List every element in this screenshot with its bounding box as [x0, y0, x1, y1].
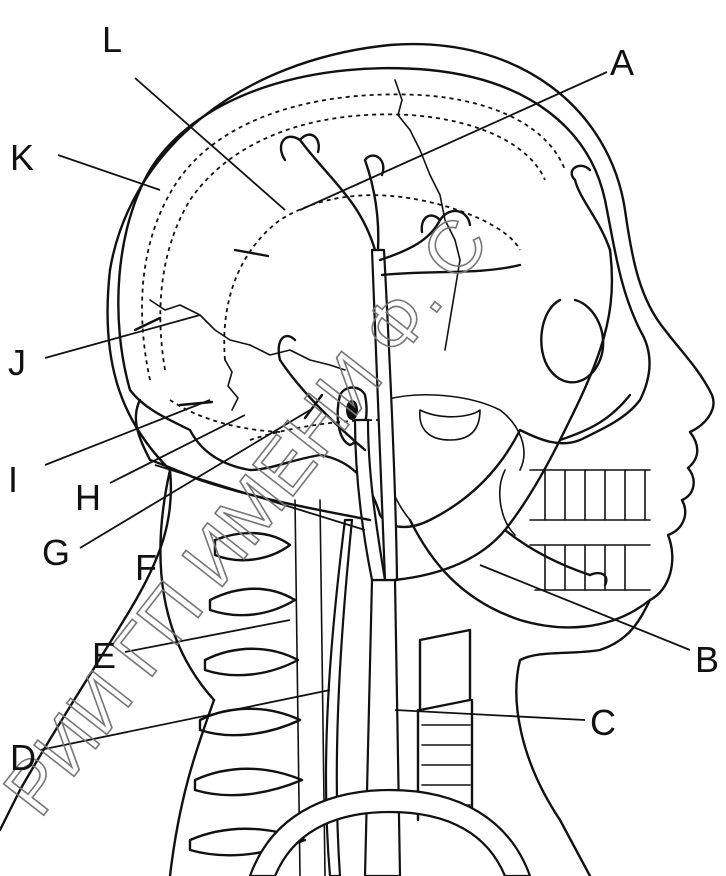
label-F: F — [135, 547, 157, 588]
leader-L — [135, 78, 285, 210]
leader-C — [395, 710, 585, 720]
label-A: A — [610, 42, 634, 83]
label-E: E — [92, 635, 116, 676]
larynx-trachea — [418, 630, 472, 820]
leader-A — [300, 72, 607, 210]
leader-K — [58, 155, 160, 190]
label-L: L — [102, 19, 122, 60]
label-K: K — [10, 137, 34, 178]
label-I: I — [8, 459, 18, 500]
label-J: J — [8, 342, 26, 383]
label-H: H — [75, 477, 101, 518]
label-G: G — [42, 532, 70, 573]
label-D: D — [10, 737, 36, 778]
jaw-and-teeth — [410, 410, 650, 627]
label-B: B — [695, 639, 719, 680]
label-C: C — [590, 702, 616, 743]
